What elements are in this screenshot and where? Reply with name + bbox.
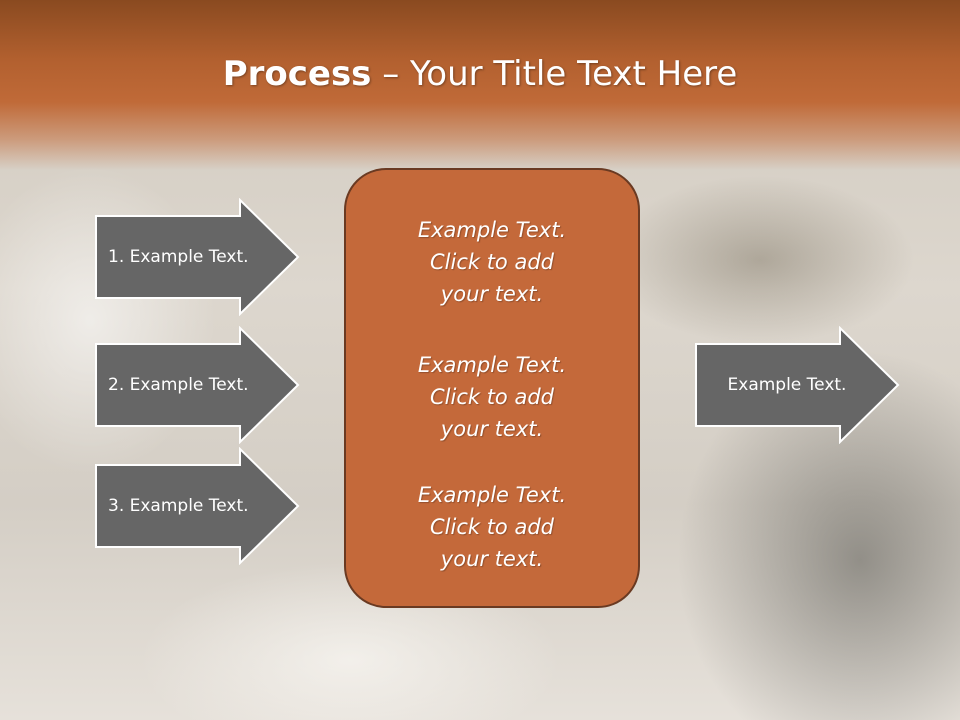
slide-title: Process – Your Title Text Here: [0, 52, 960, 96]
step-arrow-3[interactable]: 3. Example Text.: [94, 447, 300, 565]
para-line: your text.: [440, 282, 544, 306]
arrow-shape-icon: [95, 198, 300, 316]
result-arrow[interactable]: Example Text.: [694, 326, 900, 444]
center-text-box[interactable]: Example Text. Click to add your text. Ex…: [344, 168, 640, 608]
para-line: Example Text.: [417, 483, 567, 507]
step-arrow-2[interactable]: 2. Example Text.: [94, 326, 300, 444]
para-line: Click to add: [429, 250, 554, 274]
para-line: your text.: [440, 417, 544, 441]
step-label-2: 2. Example Text.: [108, 375, 249, 395]
result-label: Example Text.: [727, 375, 847, 395]
box-paragraph-2: Example Text. Click to add your text.: [346, 349, 638, 445]
para-line: Click to add: [429, 515, 554, 539]
para-line: your text.: [440, 547, 544, 571]
title-rest: – Your Title Text Here: [371, 54, 738, 94]
box-paragraph-1: Example Text. Click to add your text.: [346, 214, 638, 310]
step-arrow-1[interactable]: 1. Example Text.: [94, 198, 300, 316]
arrow-shape-icon: [695, 326, 900, 444]
step-label-3: 3. Example Text.: [108, 496, 249, 516]
title-banner: [0, 0, 960, 170]
arrow-shape-icon: [95, 326, 300, 444]
para-line: Example Text.: [417, 353, 567, 377]
step-label-1: 1. Example Text.: [108, 247, 249, 267]
arrow-shape-icon: [95, 447, 300, 565]
title-bold: Process: [222, 54, 372, 94]
box-paragraph-3: Example Text. Click to add your text.: [346, 479, 638, 575]
para-line: Click to add: [429, 385, 554, 409]
para-line: Example Text.: [417, 218, 567, 242]
